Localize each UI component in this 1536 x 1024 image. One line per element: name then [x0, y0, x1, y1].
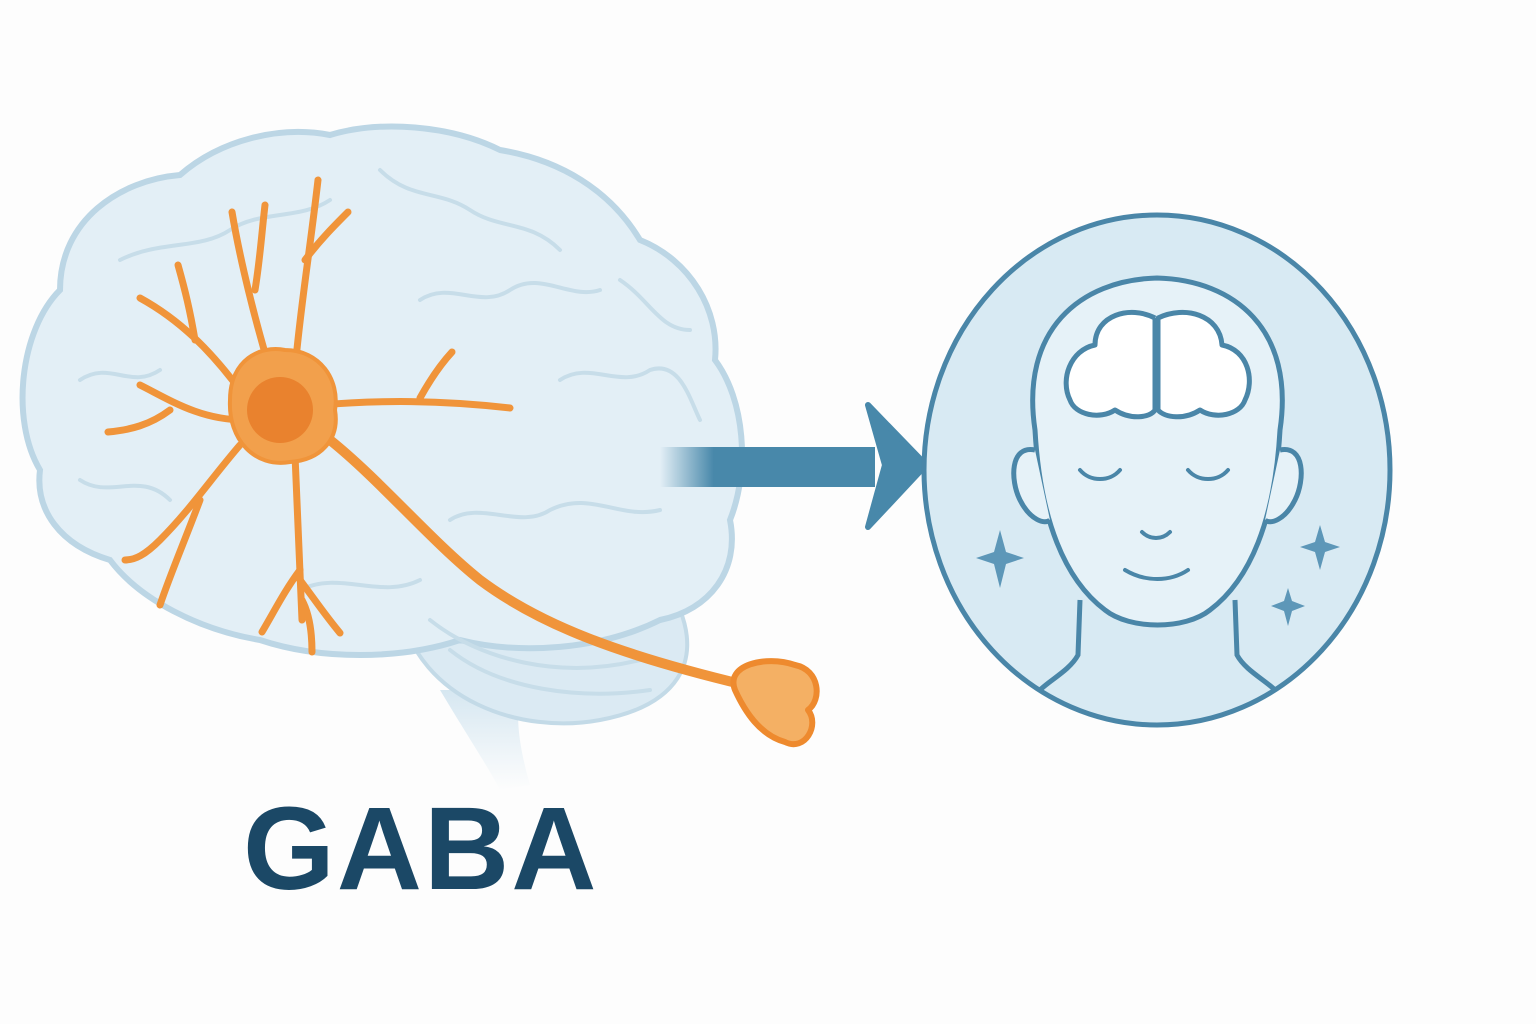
- ear-left: [1011, 447, 1052, 525]
- eye-right: [1186, 468, 1230, 481]
- mini-brain: [1063, 309, 1252, 420]
- brain-icon: [19, 123, 745, 790]
- eye-left: [1078, 468, 1122, 481]
- neck-shoulders: [1038, 599, 1277, 692]
- axon-terminal: [730, 658, 820, 748]
- calm-head-icon: [921, 212, 1393, 728]
- brain-folds: [78, 168, 702, 696]
- neuron-icon: [104, 176, 820, 748]
- nucleus: [247, 377, 313, 443]
- sparkle-icon: [976, 525, 1340, 626]
- brain-outline: [19, 123, 745, 658]
- ear-right: [1263, 447, 1304, 525]
- smile: [1123, 568, 1190, 581]
- arrow-right-icon: [660, 402, 929, 530]
- gaba-label: GABA: [243, 783, 599, 915]
- nose: [1140, 530, 1172, 540]
- axon: [325, 435, 750, 690]
- dendrites: [104, 176, 514, 656]
